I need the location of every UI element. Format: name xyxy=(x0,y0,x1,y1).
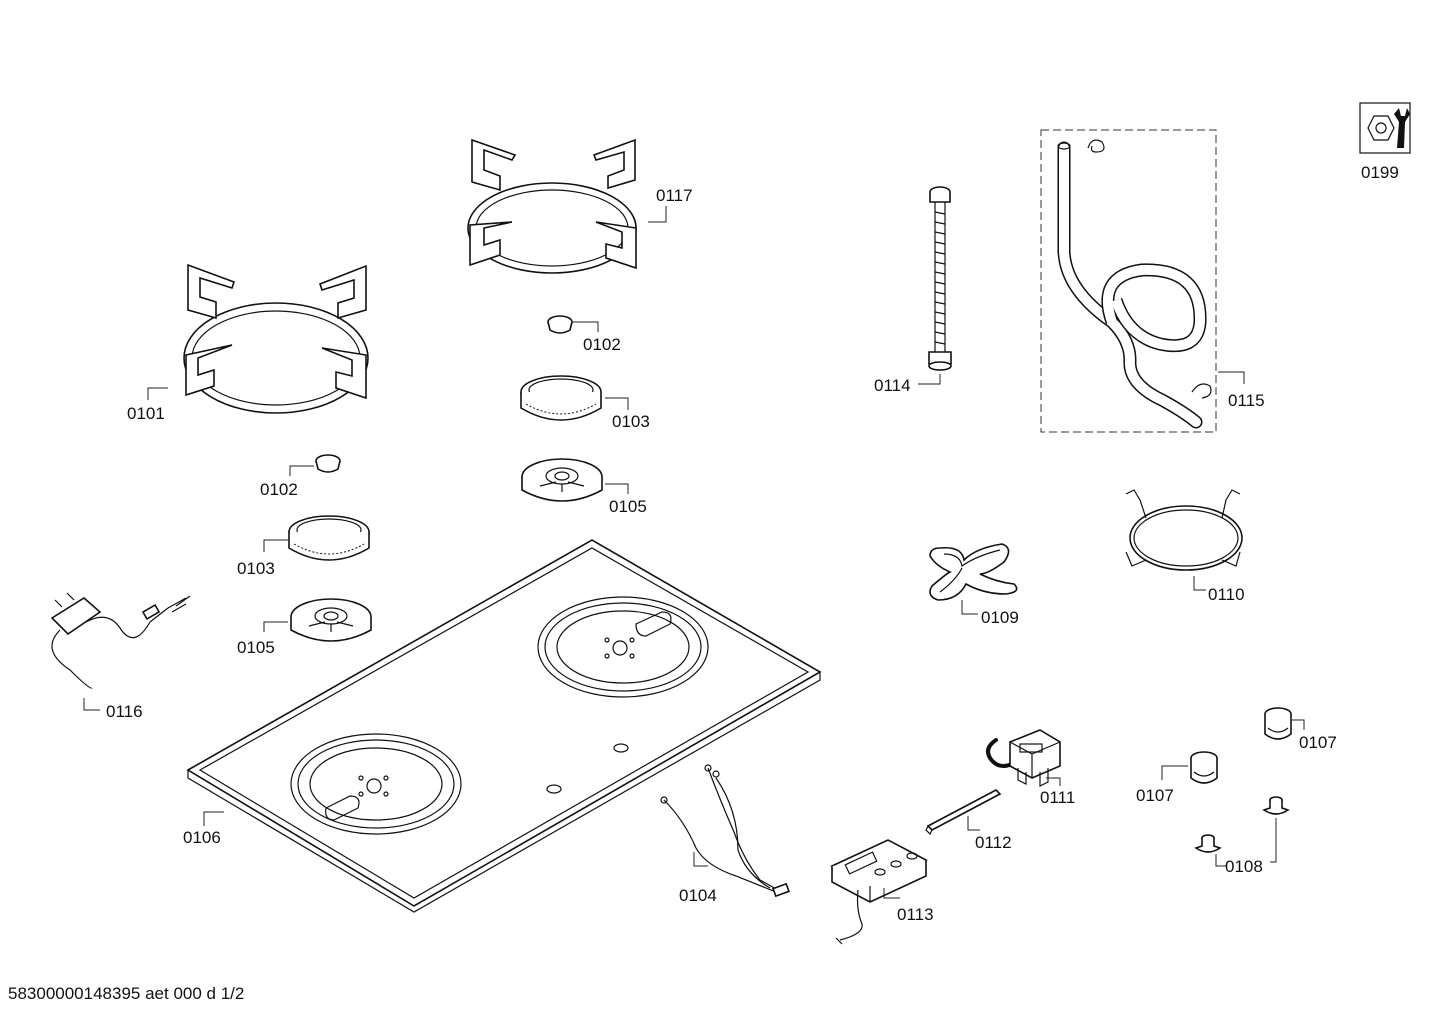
label-0107-b: 0107 xyxy=(1136,786,1174,805)
label-0116: 0116 xyxy=(106,702,143,721)
label-0109: 0109 xyxy=(981,608,1019,627)
wrench-nut-icon xyxy=(1359,102,1411,154)
label-0111: 0111 xyxy=(1040,788,1075,807)
label-0101: 0101 xyxy=(127,404,165,423)
wok-support xyxy=(1125,489,1243,571)
label-0102-b: 0102 xyxy=(260,480,298,499)
burner-cap-small xyxy=(547,315,573,334)
label-0106: 0106 xyxy=(183,828,221,847)
burner-ring-lower xyxy=(288,515,370,561)
burner-base-upper xyxy=(521,458,603,502)
label-0107-a: 0107 xyxy=(1299,733,1337,752)
burner-ring-upper xyxy=(520,375,602,421)
label-0103-b: 0103 xyxy=(237,559,275,578)
label-0108: 0108 xyxy=(1225,857,1263,876)
electronic-control-module xyxy=(830,839,928,945)
label-0104: 0104 xyxy=(679,886,717,905)
pan-support-large xyxy=(183,263,369,414)
label-0102-a: 0102 xyxy=(583,335,621,354)
burner-cap-lower xyxy=(315,454,341,473)
document-number: 58300000148395 aet 000 d 1/2 xyxy=(8,984,244,1003)
label-0115: 0115 xyxy=(1228,391,1265,410)
burner-base-lower xyxy=(290,598,372,642)
pan-support-small xyxy=(467,138,637,274)
label-0103-a: 0103 xyxy=(612,412,650,431)
label-0105-a: 0105 xyxy=(609,497,647,516)
control-knob-upper xyxy=(1264,707,1292,740)
control-knob-lower xyxy=(1190,751,1218,784)
knob-adaptors xyxy=(1194,796,1290,853)
wiring-harness xyxy=(660,764,790,898)
gas-pipe-corrugated xyxy=(928,186,952,371)
label-0110: 0110 xyxy=(1208,585,1245,604)
label-0114: 0114 xyxy=(874,376,911,395)
label-0199: 0199 xyxy=(1361,163,1399,182)
label-0117: 0117 xyxy=(656,186,693,205)
label-0113: 0113 xyxy=(897,905,934,924)
power-cord xyxy=(50,592,191,689)
switch-module xyxy=(986,729,1061,787)
label-0105-b: 0105 xyxy=(237,638,275,657)
label-0112: 0112 xyxy=(975,833,1012,852)
hob-glass-top xyxy=(186,539,822,913)
wok-ring xyxy=(929,543,1018,601)
gas-hose-kit xyxy=(1040,129,1217,433)
ribbon-cable xyxy=(925,789,1002,836)
